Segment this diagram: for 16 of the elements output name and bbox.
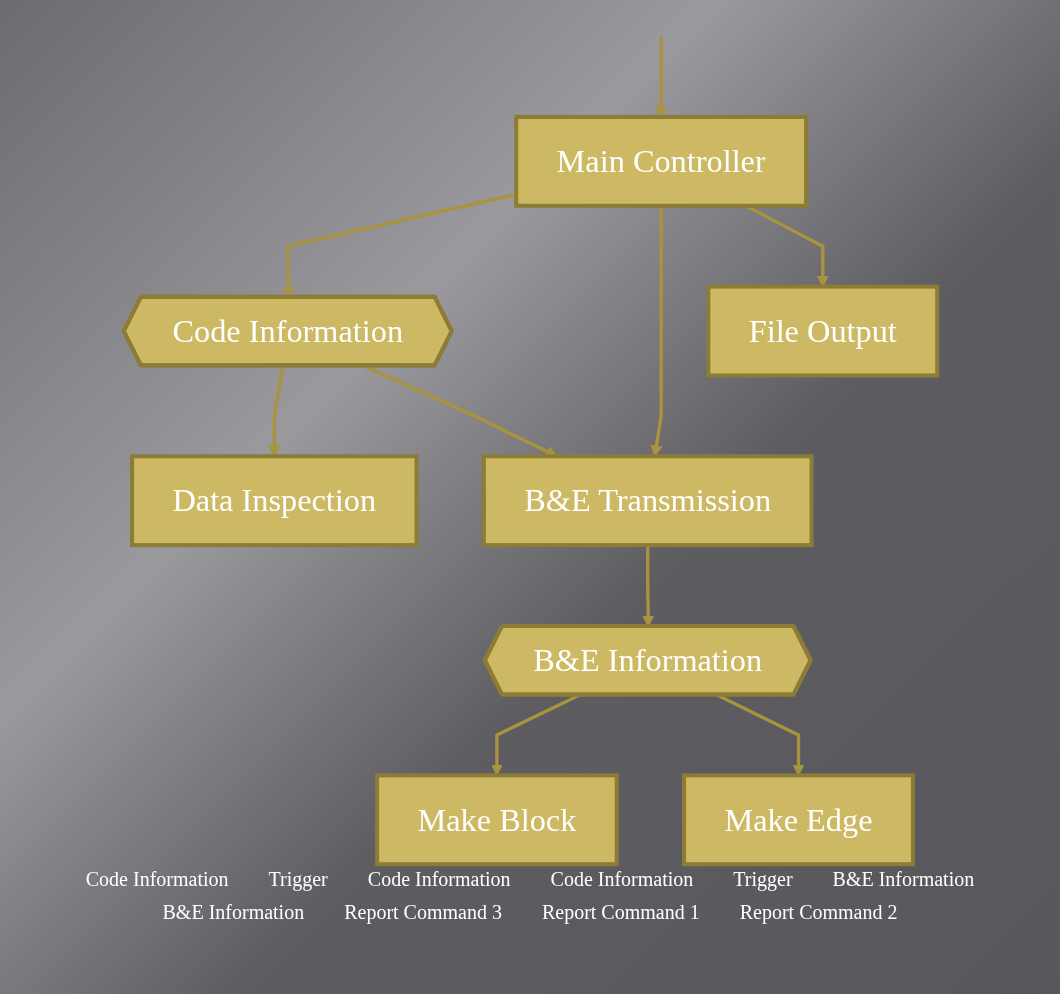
data-couple-label: Code Information: [367, 868, 511, 891]
node-box: Main Controller: [513, 114, 808, 208]
data-couple-label: Report Command 2: [739, 901, 898, 924]
data-couple-label: Code Information: [550, 868, 694, 891]
data-couple-label: Trigger: [733, 868, 793, 891]
data-couple-label: B&E Information: [162, 901, 305, 924]
node-box: Make Block: [374, 773, 619, 867]
node-box: Make Edge: [681, 773, 915, 867]
data-couple-label: B&E Information: [832, 868, 975, 891]
data-couple-label: Trigger: [268, 868, 328, 891]
node-box: File Output: [705, 284, 939, 378]
data-couple-label: Report Command 3: [344, 901, 502, 924]
node-box: B&E Transmission: [481, 454, 814, 548]
node-box: Data Inspection: [129, 454, 419, 548]
data-couple-label: Report Command 1: [541, 901, 700, 924]
data-couple-label: Code Information: [85, 868, 229, 891]
